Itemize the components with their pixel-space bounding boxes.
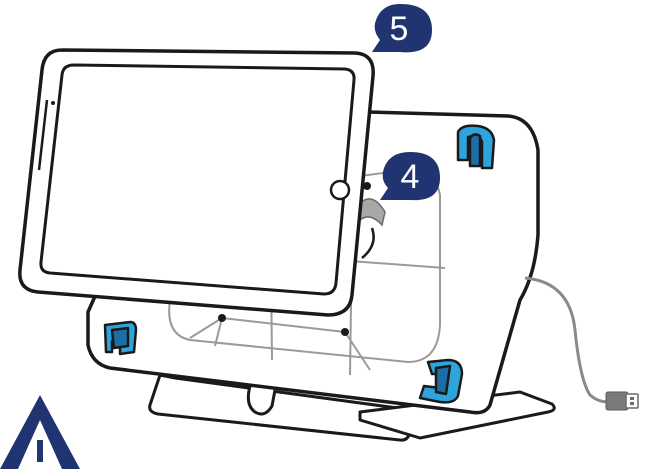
cable-icon (525, 278, 608, 402)
pin-left (218, 314, 226, 322)
warning-icon (0, 395, 80, 469)
step-label-4: 4 (401, 158, 420, 196)
usb-plug-icon (606, 392, 638, 410)
home-button (331, 181, 349, 199)
step-badge-5: 5 (372, 4, 432, 52)
tablet-icon (20, 50, 373, 315)
pin-right (341, 328, 349, 336)
step-label-5: 5 (390, 10, 409, 48)
